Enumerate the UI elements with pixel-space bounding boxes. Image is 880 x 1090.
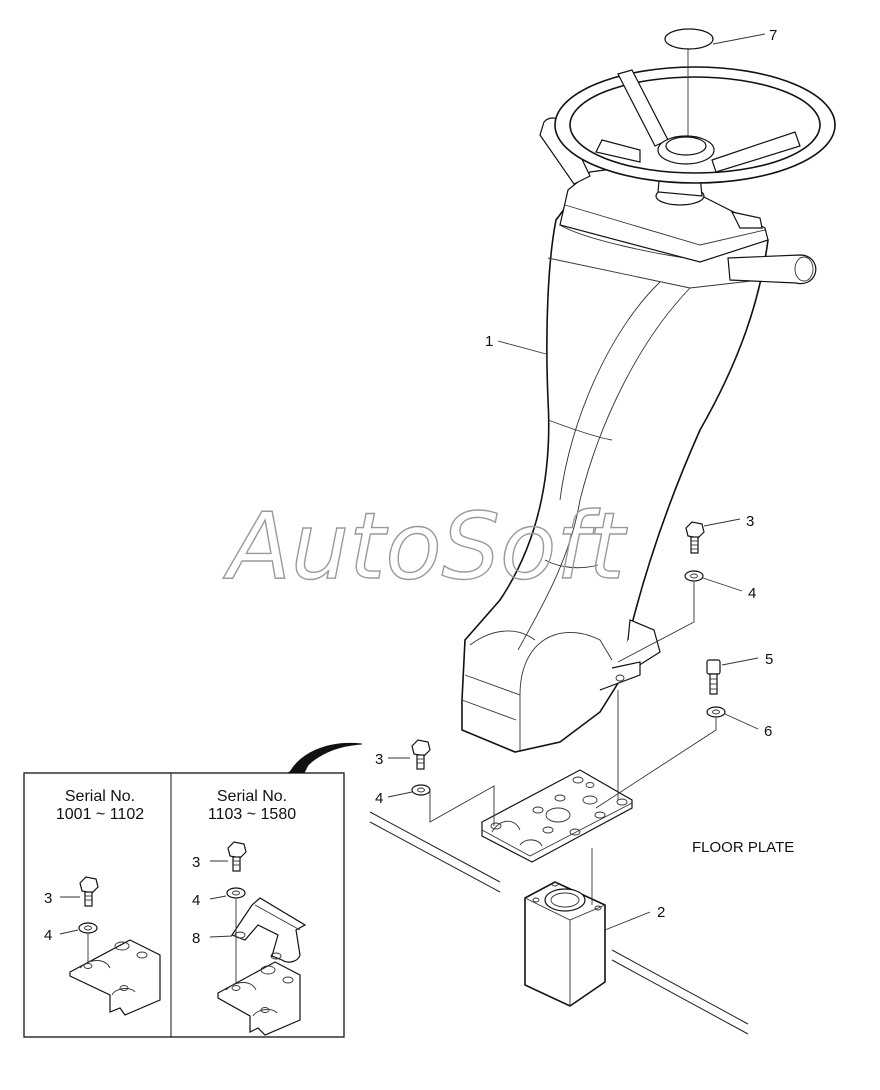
inset-left-title-2: 1001 ~ 1102 — [56, 806, 144, 823]
inset-right-bolt — [227, 841, 247, 872]
socket-bolt-5 — [706, 659, 721, 695]
horn-cap — [664, 28, 714, 50]
steering-wheel — [554, 66, 836, 184]
callout-7: 7 — [769, 27, 777, 44]
bolt-3-lower — [411, 739, 431, 770]
inset-right-plate — [217, 961, 301, 1036]
inset-right-bracket-8 — [231, 897, 307, 963]
inset-left-title-1: Serial No. — [65, 788, 135, 805]
inset-right-callout-4: 4 — [192, 892, 200, 909]
callout-4-lower: 4 — [375, 790, 383, 807]
callout-5: 5 — [765, 651, 773, 668]
callout-3-upper: 3 — [746, 513, 754, 530]
leader-lines — [387, 33, 766, 931]
callout-1: 1 — [485, 333, 493, 350]
inset-right-title-1: Serial No. — [217, 788, 287, 805]
callout-4-upper: 4 — [748, 585, 756, 602]
serial-inset: Serial No. 1001 ~ 1102 Serial No. 1103 ~… — [23, 772, 345, 1038]
callout-3-lower: 3 — [375, 751, 383, 768]
washer-4-lower — [411, 784, 431, 796]
adapter-plate — [481, 769, 633, 863]
inset-left-bolt — [79, 876, 99, 907]
floor-plate-label: FLOOR PLATE — [692, 839, 794, 856]
assembly-guide-lines — [429, 582, 717, 905]
bolt-3-upper — [685, 521, 705, 554]
inset-right-washer — [226, 887, 246, 899]
washer-4-upper — [684, 570, 704, 582]
watermark: AutoSoft — [223, 493, 628, 600]
steering-unit — [524, 881, 606, 1007]
inset-left-washer — [78, 922, 98, 934]
floor-plate-edges — [369, 811, 749, 1035]
washer-6 — [706, 706, 726, 718]
callout-2: 2 — [657, 904, 665, 921]
inset-left-callout-4: 4 — [44, 927, 52, 944]
steering-column — [461, 117, 817, 753]
inset-right-callout-3: 3 — [192, 854, 200, 871]
inset-right-callout-8: 8 — [192, 930, 200, 947]
inset-left-plate — [69, 939, 161, 1016]
inset-right-title-2: 1103 ~ 1580 — [208, 806, 296, 823]
callout-6: 6 — [764, 723, 772, 740]
inset-left-callout-3: 3 — [44, 890, 52, 907]
